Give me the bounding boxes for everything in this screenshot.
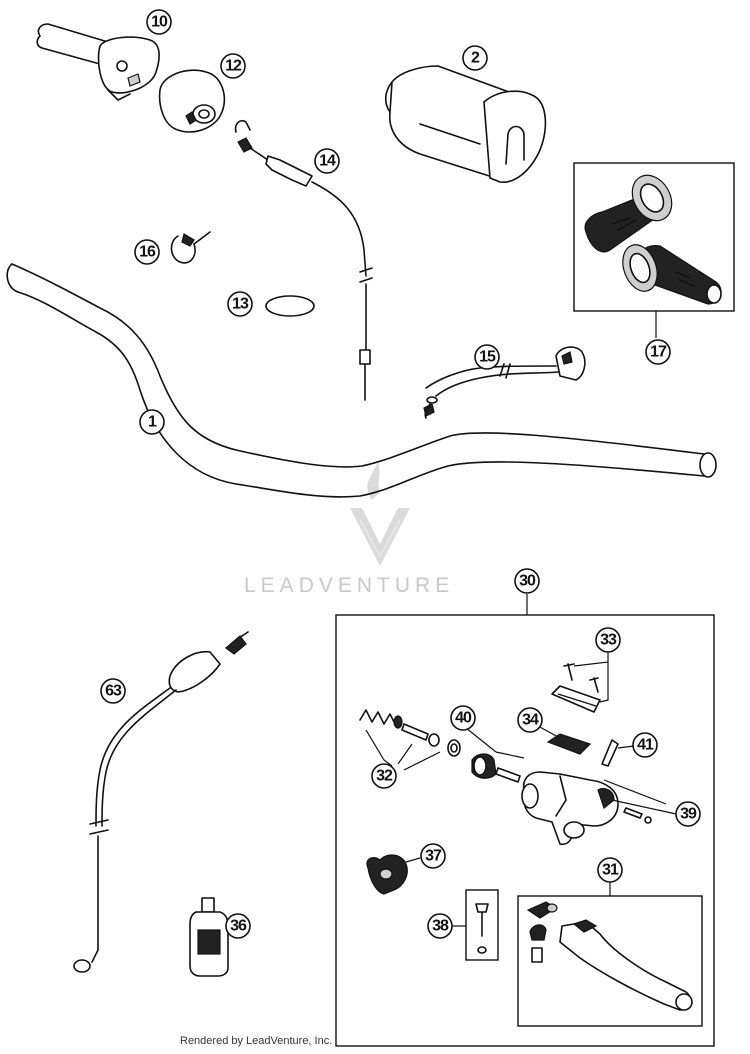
part-17-box: [573, 162, 735, 312]
callout-39: 39: [675, 801, 701, 827]
callout-12: 12: [220, 53, 246, 79]
callout-15: 15: [474, 344, 500, 370]
callout-16: 16: [134, 239, 160, 265]
part-39-master-cylinder: [521, 771, 677, 846]
svg-text:31: 31: [602, 862, 619, 879]
part-38-bolt: [452, 903, 489, 954]
part-1-handlebar: [6, 263, 717, 498]
callout-38: 38: [427, 913, 453, 939]
svg-text:30: 30: [519, 573, 536, 590]
watermark-text: LEADVENTURE: [244, 574, 454, 597]
watermark-logo: [350, 462, 410, 566]
part-63-clutch-cable: [73, 631, 249, 973]
callout-32: 32: [371, 763, 397, 789]
svg-text:17: 17: [650, 344, 667, 361]
callout-1: 1: [139, 409, 165, 435]
callout-41: 41: [632, 732, 658, 758]
callout-17: 17: [645, 339, 671, 365]
svg-text:33: 33: [600, 632, 617, 649]
part-34-diaphragm: [537, 725, 592, 755]
svg-text:34: 34: [522, 712, 539, 729]
part-33-cover: [551, 652, 609, 713]
callout-36: 36: [225, 913, 251, 939]
callout-10: 10: [146, 9, 172, 35]
part-14-kill-switch-cable: [234, 119, 373, 401]
svg-text:1: 1: [148, 414, 157, 431]
part-2-handlebar-pad: [384, 65, 547, 183]
callout-34: 34: [517, 707, 543, 733]
part-10-throttle-housing: [36, 23, 160, 101]
svg-text:40: 40: [455, 710, 472, 727]
svg-text:12: 12: [225, 58, 242, 75]
callout-31: 31: [597, 857, 623, 883]
svg-text:41: 41: [637, 737, 654, 754]
part-17-grips: [584, 174, 722, 338]
assembly-30-box: [335, 614, 715, 1047]
callout-37: 37: [420, 843, 446, 869]
svg-text:16: 16: [139, 244, 156, 261]
svg-text:15: 15: [479, 349, 496, 366]
svg-text:63: 63: [105, 683, 122, 700]
part-38-box: [465, 889, 499, 961]
part-37-guard: [366, 854, 421, 895]
svg-text:32: 32: [376, 768, 393, 785]
callout-2: 2: [462, 45, 488, 71]
svg-text:10: 10: [151, 14, 168, 31]
callout-14: 14: [314, 148, 340, 174]
part-36-grease-bottle: [189, 897, 229, 977]
part-16-cable-tie: [170, 231, 211, 264]
part-12-cover: [158, 69, 226, 133]
part-13-o-ring: [265, 295, 315, 317]
svg-text:14: 14: [319, 153, 336, 170]
part-41-bleed-screw: [601, 739, 635, 767]
callout-40: 40: [450, 705, 476, 731]
svg-text:13: 13: [232, 296, 249, 313]
footer-credit: Rendered by LeadVenture, Inc.: [180, 1035, 332, 1047]
svg-text:2: 2: [471, 50, 480, 67]
callout-63: 63: [100, 678, 126, 704]
callout-30: 30: [514, 568, 540, 594]
part-15-switch: [423, 346, 586, 419]
part-31-lever: [526, 901, 693, 1011]
part-32-spring-seal: [359, 709, 461, 771]
callout-13: 13: [227, 291, 253, 317]
svg-text:38: 38: [432, 918, 449, 935]
callout-33: 33: [595, 627, 621, 653]
part-40-piston: [465, 727, 525, 783]
svg-text:39: 39: [680, 806, 697, 823]
svg-text:36: 36: [230, 918, 247, 935]
svg-text:37: 37: [425, 848, 442, 865]
